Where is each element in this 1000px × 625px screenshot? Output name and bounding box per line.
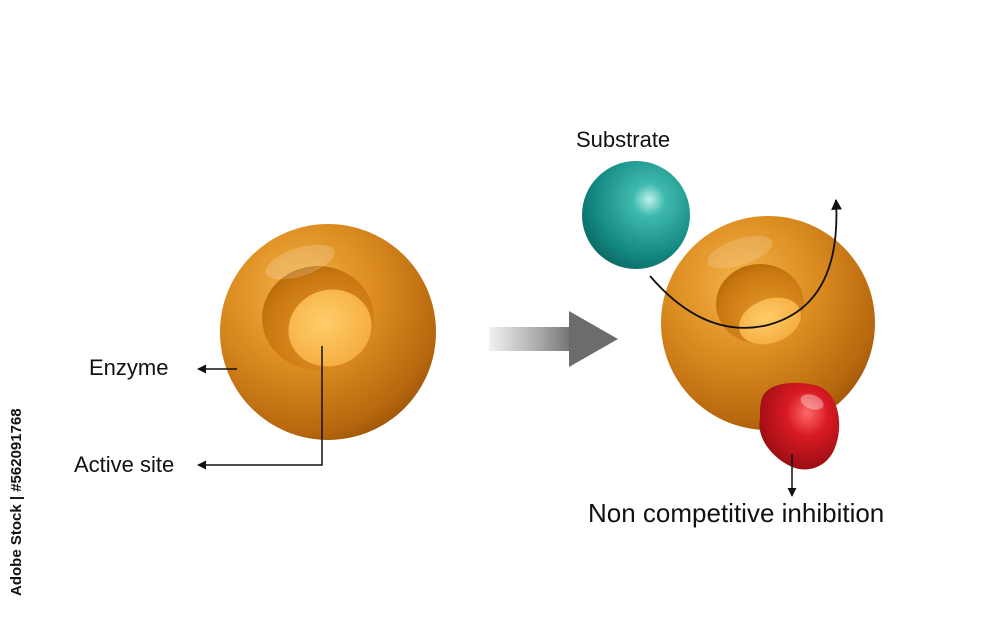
active-site <box>288 289 372 367</box>
active-site-pointer-arrow <box>197 346 323 470</box>
inhibitor-molecule <box>759 382 840 470</box>
inhibitor-highlight <box>800 394 824 410</box>
substrate-deflection-arrow <box>649 198 842 329</box>
active-site-label: Active site <box>74 452 175 477</box>
enzyme-label: Enzyme <box>89 355 169 380</box>
enzyme-left <box>220 224 436 440</box>
inhibition-label: Non competitive inhibition <box>588 498 885 528</box>
enzyme-highlight <box>265 244 335 280</box>
substrate-label: Substrate <box>576 127 671 152</box>
enzyme-right <box>661 216 875 430</box>
enzyme-highlight-right <box>707 235 773 269</box>
substrate-ball <box>582 161 690 269</box>
stock-credit-text: Adobe Stock | #562091768 <box>8 408 25 596</box>
active-site-right <box>739 297 801 345</box>
process-arrow <box>489 311 618 367</box>
